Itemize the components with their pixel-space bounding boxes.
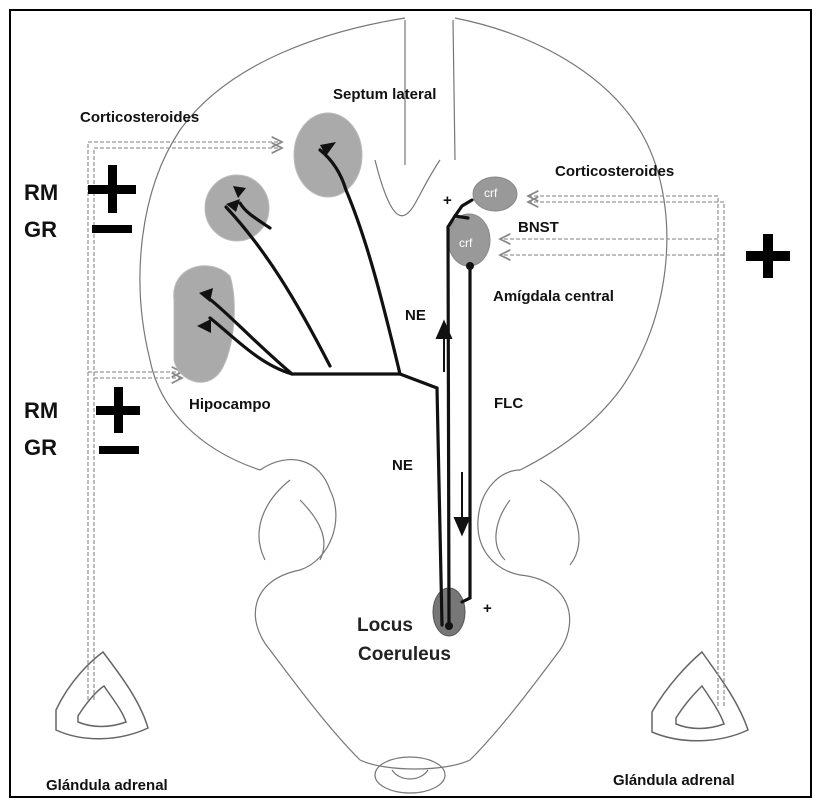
gr-label-lower: GR bbox=[24, 435, 57, 461]
flc-label: FLC bbox=[494, 395, 523, 412]
hipocampo-label: Hipocampo bbox=[189, 396, 271, 413]
locus-label-line2: Coeruleus bbox=[358, 644, 451, 666]
crf-top-label: crf bbox=[484, 186, 497, 200]
plus-bottom-label: + bbox=[483, 600, 492, 617]
septum-nucleus bbox=[294, 113, 362, 197]
adrenal-right-label: Glándula adrenal bbox=[613, 772, 735, 789]
corticosteroides-left-label: Corticosteroides bbox=[80, 109, 199, 126]
adrenal-left-label: Glándula adrenal bbox=[46, 777, 168, 794]
rm-label-lower: RM bbox=[24, 398, 58, 424]
crf-bottom-label: crf bbox=[459, 236, 472, 250]
direction-arrows bbox=[437, 322, 469, 534]
bnst-label: BNST bbox=[518, 219, 559, 236]
adrenal-right-shape bbox=[652, 652, 748, 741]
figure-border bbox=[10, 10, 811, 797]
adrenal-left-shape bbox=[56, 652, 148, 739]
amigdala-label: Amígdala central bbox=[493, 288, 614, 305]
gr-label-upper: GR bbox=[24, 217, 57, 243]
septum-label: Septum lateral bbox=[333, 86, 436, 103]
locus-label-line1: Locus bbox=[357, 615, 413, 637]
plus-top-label: + bbox=[443, 192, 452, 209]
corticosteroides-right-label: Corticosteroides bbox=[555, 163, 674, 180]
ne-upper-label: NE bbox=[405, 307, 426, 324]
rm-label-upper: RM bbox=[24, 180, 58, 206]
ne-lower-label: NE bbox=[392, 457, 413, 474]
